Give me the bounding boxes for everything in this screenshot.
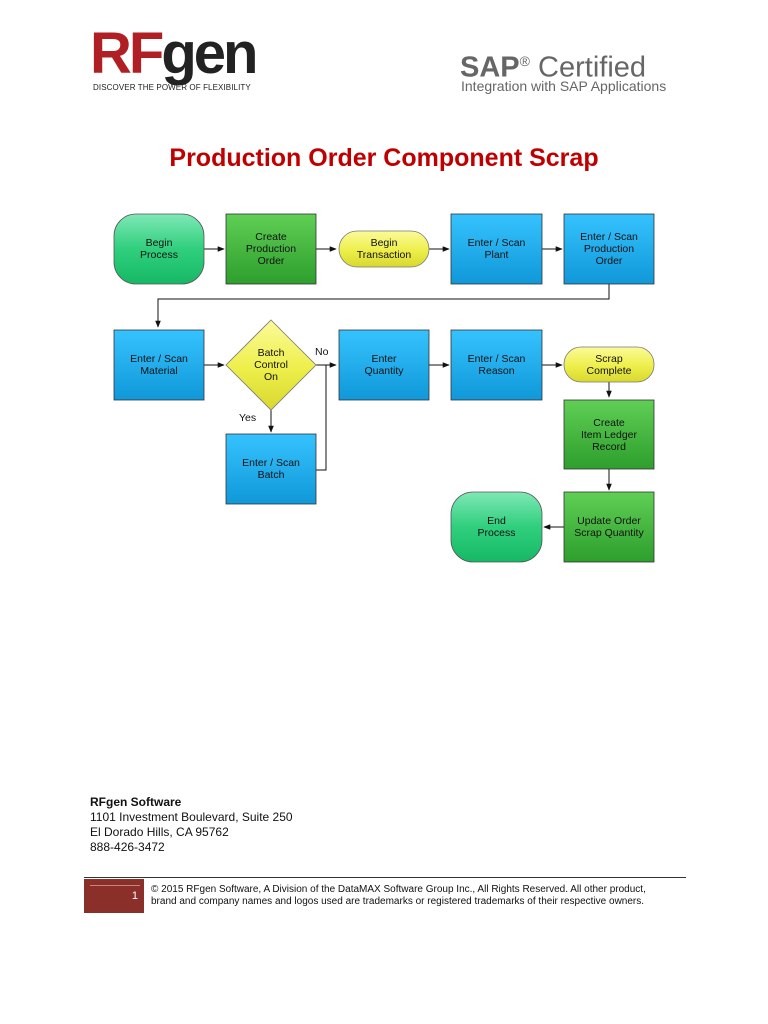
node-batch-control-decision xyxy=(225,319,317,411)
node-scrap-complete xyxy=(563,346,655,383)
page-number-box: 1 xyxy=(84,879,144,913)
node-begin-transaction xyxy=(338,230,430,268)
edge-label-no: No xyxy=(315,346,329,358)
edge-label-yes: Yes xyxy=(239,412,257,424)
edge-order-to-material xyxy=(155,284,610,328)
node-scan-batch xyxy=(225,433,317,505)
node-end-process xyxy=(450,491,543,563)
sap-reg-mark: ® xyxy=(519,53,530,69)
copyright-notice: © 2015 RFgen Software, A Division of the… xyxy=(151,884,671,908)
edge-batch-to-quantity xyxy=(316,365,327,471)
sap-certified-logo: SAP® Certified Integration with SAP Appl… xyxy=(460,44,710,100)
node-scan-production-order xyxy=(563,213,655,285)
connectors xyxy=(155,246,612,530)
footer-divider xyxy=(84,877,686,878)
document-title: Production Order Component Scrap xyxy=(169,144,599,172)
company-name: RFgen Software xyxy=(90,795,182,809)
sap-certified-text: Certified xyxy=(538,51,647,84)
node-create-production-order xyxy=(225,213,317,285)
phone-number: 888-426-3472 xyxy=(90,840,165,854)
rfgen-tagline: DISCOVER THE POWER OF FLEXIBILITY xyxy=(93,83,251,92)
copyright-text: 2015 RFgen Software, A Division of the D… xyxy=(151,884,646,907)
node-enter-quantity xyxy=(338,329,430,401)
address-line-1: 1101 Investment Boulevard, Suite 250 xyxy=(90,810,293,824)
sap-brand: SAP xyxy=(460,51,520,84)
company-address: RFgen Software 1101 Investment Boulevard… xyxy=(90,795,293,855)
rfgen-wordmark: RFgen xyxy=(90,21,258,86)
node-begin-process xyxy=(113,213,205,285)
page-number: 1 xyxy=(131,890,138,902)
address-line-2: El Dorado Hills, CA 95762 xyxy=(90,825,229,839)
rfgen-logo: RFgen DISCOVER THE POWER OF FLEXIBILITY xyxy=(90,24,260,94)
node-scan-material xyxy=(113,329,205,401)
node-scan-reason xyxy=(450,329,543,401)
node-scan-plant xyxy=(450,213,543,285)
node-create-item-ledger xyxy=(563,399,655,470)
node-update-order-scrap xyxy=(563,491,655,563)
sap-subtitle: Integration with SAP Applications xyxy=(461,78,667,94)
copyright-symbol: © xyxy=(151,884,159,895)
